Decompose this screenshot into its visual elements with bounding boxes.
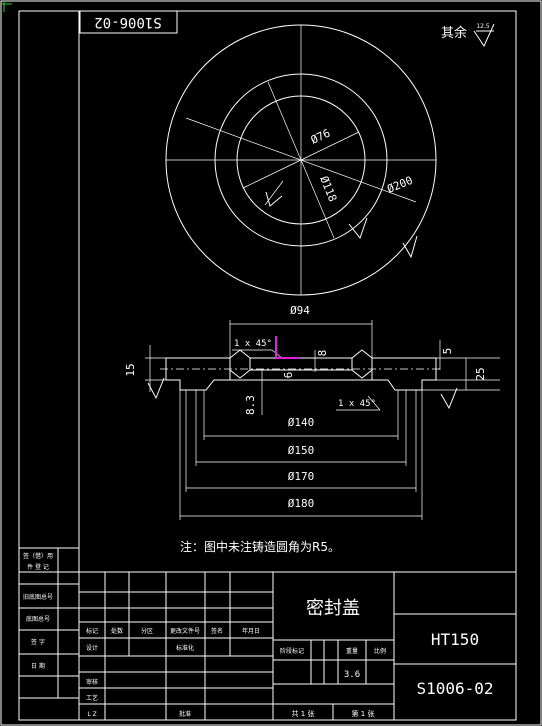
stage-hdr: 阶段标记 — [280, 647, 304, 655]
groove-hatch-left — [229, 349, 251, 379]
reg-label-0: 签（借）用 — [23, 552, 53, 560]
roughness-rest: 12.5 — [476, 23, 490, 30]
chamfer-bottom: 1 x 45° — [338, 399, 376, 409]
drawing-number: S1006-02 — [416, 679, 493, 698]
roughness-icon — [265, 191, 283, 207]
material: HT150 — [431, 630, 479, 649]
hdr-count: 处数 — [111, 627, 123, 635]
dim-25: 25 — [474, 367, 487, 380]
leader-small — [264, 180, 284, 206]
registration-block — [18, 547, 80, 699]
dia-outer-label: Ø200 — [385, 174, 414, 196]
hdr-file: 更改文件号 — [170, 627, 200, 635]
title-block — [78, 571, 517, 721]
dia-inner-label: Ø76 — [309, 127, 333, 147]
hdr-sign: 签名 — [211, 627, 223, 635]
reg-label-2: 旧底图总号 — [23, 593, 53, 601]
dim-8-3: 8.3 — [244, 395, 257, 415]
section-hatch-left — [165, 357, 231, 391]
row-design: 设计 — [86, 644, 98, 652]
row-standard: 标准化 — [176, 644, 194, 652]
dim-15: 15 — [124, 363, 137, 376]
sheet-current: 第 1 张 — [352, 709, 375, 718]
dim-170: Ø170 — [288, 470, 315, 483]
roughness-icon — [440, 387, 458, 410]
dia-mid-label: Ø118 — [317, 174, 339, 203]
reg-label-3: 底图总号 — [26, 615, 50, 623]
chamfer-top: 1 x 45° — [234, 339, 272, 349]
dim-140: Ø140 — [288, 416, 315, 429]
dim-8: 8 — [316, 350, 329, 357]
dim-5: 5 — [441, 348, 454, 355]
dim-150: Ø150 — [288, 444, 315, 457]
top-view: Ø76 Ø118 Ø200 — [165, 24, 437, 296]
part-name: 密封盖 — [306, 598, 360, 619]
row-lz: L Z — [87, 711, 96, 718]
reg-label-1: 件 登 记 — [27, 563, 49, 571]
code-box — [79, 10, 178, 34]
hdr-date: 年月日 — [242, 627, 260, 635]
dim-6: 6 — [282, 372, 295, 379]
corner-marker-icon — [2, 2, 12, 12]
dim-94: Ø94 — [290, 304, 310, 317]
row-approve: 批准 — [179, 710, 191, 718]
roughness-icon — [402, 235, 418, 259]
row-check: 审核 — [86, 678, 98, 686]
reg-label-4: 签 字 — [31, 638, 45, 646]
hdr-zone: 分区 — [141, 627, 153, 635]
weight-hdr: 重量 — [346, 647, 358, 655]
groove-hatch-right — [351, 349, 373, 379]
leader-dia76 — [242, 131, 360, 189]
code-upside-down: S1006-02 — [94, 14, 161, 30]
sheet-total: 共 1 张 — [292, 709, 315, 718]
dim-180: Ø180 — [288, 497, 315, 510]
roughness-icon — [348, 217, 368, 240]
surface-note: 其余 — [441, 25, 467, 41]
row-process: 工艺 — [86, 694, 98, 702]
section-view: Ø94 15 5 25 8 6 8.3 1 x 45° 1 x 45° — [124, 304, 500, 520]
scale-value: 3.6 — [344, 670, 360, 680]
chamfer-bottom-leader — [367, 395, 381, 411]
reg-label-5: 日 期 — [31, 662, 45, 670]
drawing-note: 注：图中未注铸造圆角为R5。 — [180, 539, 340, 554]
scale-hdr: 比例 — [374, 647, 386, 655]
hdr-mark: 标记 — [86, 627, 98, 635]
roughness-icon — [147, 377, 165, 400]
section-hatch-right — [371, 357, 437, 391]
